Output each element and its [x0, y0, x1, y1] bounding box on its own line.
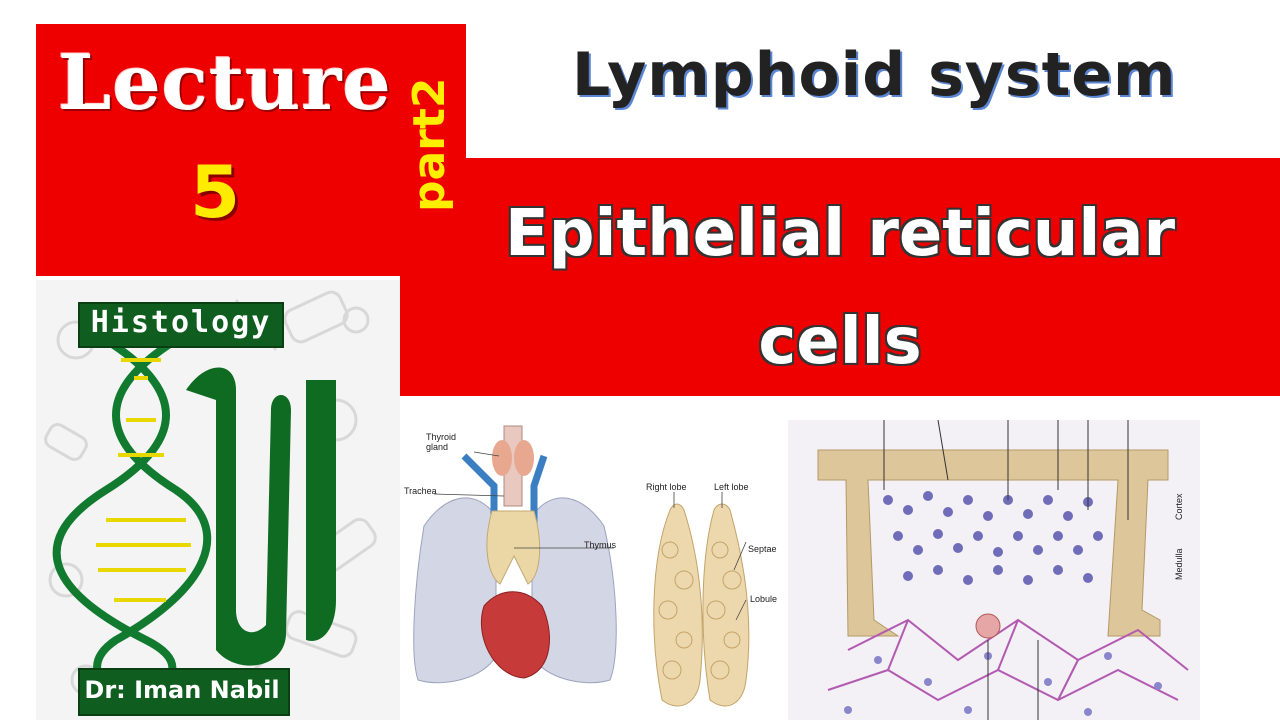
page-title: Lymphoid system [572, 40, 1177, 110]
subtitle-line-2: cells [758, 305, 922, 379]
label-lobule: Lobule [750, 594, 778, 604]
label-thyroid: Thyroid gland [426, 432, 457, 452]
subtitle-line-1: Epithelial reticular [505, 197, 1175, 271]
author-badge [78, 668, 290, 716]
histology-logo [44, 290, 377, 704]
lecture-banner [36, 24, 466, 276]
label-trachea: Trachea [404, 486, 437, 496]
label-septae: Septae [748, 544, 777, 554]
thorax-svg [413, 425, 617, 684]
label-left-lobe: Left lobe [714, 482, 749, 492]
thymus-lobes-svg [653, 492, 750, 707]
lecture-word: Lecture [58, 38, 392, 127]
calligraphy-mark [186, 367, 336, 666]
logo-panel [36, 280, 400, 720]
lecture-number: 5 [190, 150, 241, 234]
label-thymus: Thymus [584, 540, 617, 550]
label-cortex: Cortex [1174, 493, 1184, 520]
author-label: Dr: Iman Nabil [84, 676, 280, 704]
histology-label: Histology [90, 305, 272, 340]
thymus-microstructure-illustration: Cortex Medulla [788, 419, 1200, 720]
dna-helix [52, 336, 212, 704]
subtitle: Epithelial reticular cells [440, 180, 1240, 396]
label-right-lobe: Right lobe [646, 482, 687, 492]
label-medulla: Medulla [1174, 548, 1184, 580]
microstructure-svg [788, 419, 1200, 720]
thymus-lobes-illustration: Right lobe Left lobe Septae Lobule [640, 470, 790, 720]
subtitle-banner [400, 158, 1280, 396]
thorax-illustration: Thyroid gland Trachea Thymus [404, 416, 626, 720]
histology-badge [78, 302, 284, 348]
